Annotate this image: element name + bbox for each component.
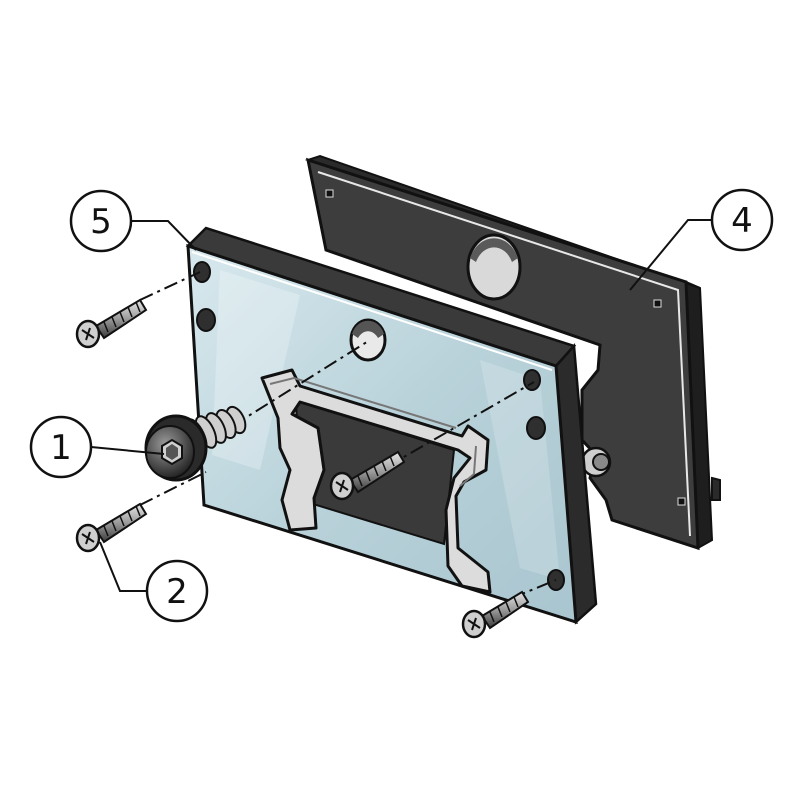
callout-2: 2 [99,541,209,623]
screw-center [329,450,406,501]
front-plate [185,226,598,625]
callout-1-label: 1 [50,428,72,468]
callout-2-label: 2 [166,572,188,612]
cap-screw-with-spring [144,405,247,482]
front-plate-holes [193,261,565,591]
screw-lower-left [75,502,148,553]
callout-5-label: 5 [90,202,112,242]
nut-icon [580,446,612,478]
callout-4: 4 [629,188,774,291]
rear-plate-hole [466,233,522,301]
callout-1: 1 [29,415,165,479]
callout-4-label: 4 [731,201,753,241]
callout-5: 5 [69,189,197,253]
screw-upper-left [75,298,148,349]
screw-lower-right [461,590,530,639]
